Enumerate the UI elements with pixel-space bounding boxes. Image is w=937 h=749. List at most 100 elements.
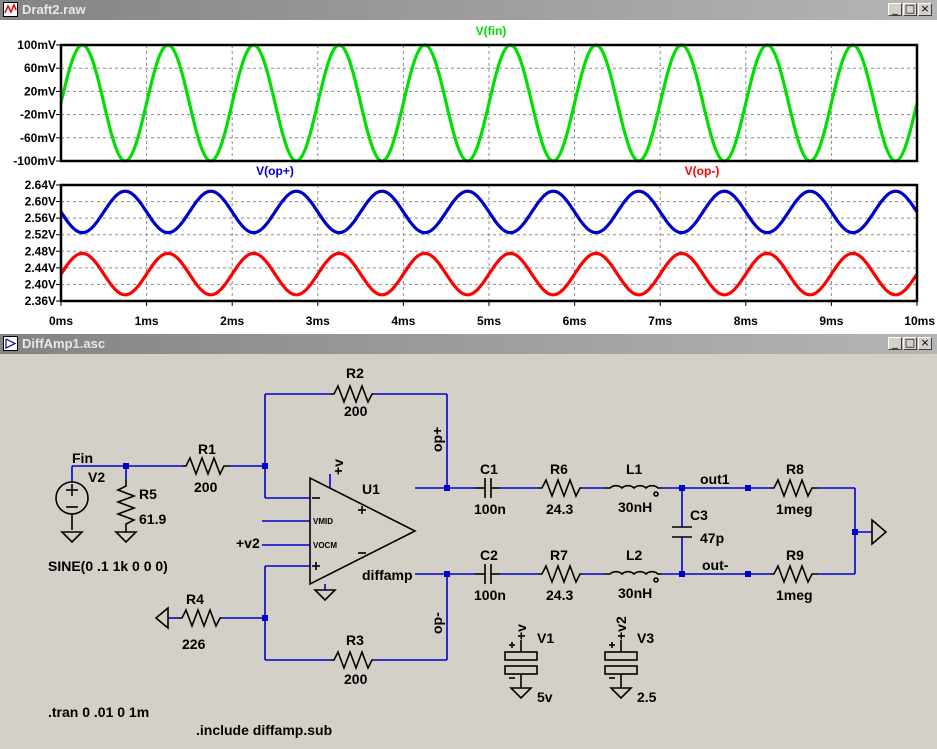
- y-tick-label: 60mV: [24, 61, 56, 75]
- ground-icon: [114, 531, 138, 544]
- label-r5: R5: [139, 486, 157, 502]
- waveform-app-icon: [3, 2, 18, 17]
- label-v2: V2: [88, 469, 105, 485]
- label-sine-spec: SINE(0 .1 1k 0 0 0): [48, 558, 168, 574]
- label-out1: out1: [700, 471, 730, 487]
- directive-tran: .tran 0 .01 0 1m: [48, 704, 149, 720]
- close-icon[interactable]: ×: [918, 337, 932, 350]
- waveform-window: Draft2.raw _ □ × 100mV 60mV 20mV -20mV -60mV…: [0, 0, 937, 334]
- label-r9-value: 1meg: [776, 587, 813, 603]
- label-out-minus: out-: [702, 557, 729, 573]
- y-tick-label: 2.44V: [25, 261, 56, 275]
- label-r6-value: 24.3: [546, 501, 573, 517]
- label-op-minus: op-: [429, 612, 445, 634]
- label-c1: C1: [480, 461, 498, 477]
- label-c2: C2: [480, 547, 498, 563]
- y-tick-label: 100mV: [17, 38, 56, 52]
- label-r7: R7: [550, 547, 568, 563]
- ground-icon: [609, 687, 633, 700]
- ground-icon: [60, 531, 84, 544]
- label-c1-value: 100n: [474, 501, 506, 517]
- x-tick-label: 10ms: [904, 314, 935, 328]
- label-l2-value: 30nH: [618, 585, 652, 601]
- label-l2: L2: [626, 547, 643, 563]
- y-tick-label: 2.56V: [25, 211, 56, 225]
- y-tick-label: 2.36V: [25, 294, 56, 308]
- y-tick-label: 2.64V: [25, 178, 56, 192]
- series-label[interactable]: V(op+): [256, 164, 294, 178]
- x-tick-label: 4ms: [391, 314, 415, 328]
- label-v1-value: 5v: [537, 689, 553, 705]
- label-c3: C3: [690, 507, 708, 523]
- y-tick-label: 2.48V: [25, 244, 56, 258]
- label-l1-value: 30nH: [618, 499, 652, 515]
- maximize-icon[interactable]: □: [903, 2, 917, 16]
- x-tick-label: 2ms: [220, 314, 244, 328]
- y-tick-label: 2.40V: [25, 277, 56, 291]
- schematic-window-title: DiffAmp1.asc: [22, 336, 106, 351]
- x-tick-label: 5ms: [477, 314, 501, 328]
- label-r2: R2: [346, 365, 364, 381]
- label-v1: V1: [537, 630, 554, 646]
- label-r4: R4: [186, 591, 204, 607]
- waveform-window-title: Draft2.raw: [22, 2, 86, 17]
- y-tick-label: -20mV: [20, 108, 56, 122]
- r8-resistor-symbol: [770, 477, 818, 499]
- r9-resistor-symbol: [770, 563, 818, 585]
- x-tick-label: 6ms: [563, 314, 587, 328]
- label-v3-value: 2.5: [637, 689, 657, 705]
- ground-icon: [313, 589, 337, 602]
- minimize-icon[interactable]: _: [888, 3, 902, 16]
- x-tick-label: 7ms: [648, 314, 672, 328]
- label-r4-value: 226: [182, 636, 206, 652]
- label-v3-node: +v2: [613, 616, 629, 640]
- label-vocm-pin: VOCM: [313, 541, 337, 550]
- x-tick-label: 9ms: [819, 314, 843, 328]
- schematic-window: DiffAmp1.asc _ □ ×: [0, 334, 937, 749]
- label-r7-value: 24.3: [546, 587, 573, 603]
- x-tick-label: 0ms: [49, 314, 73, 328]
- label-u1-type: diffamp: [362, 567, 413, 583]
- r5-resistor-symbol: [115, 480, 137, 532]
- label-r8: R8: [786, 461, 804, 477]
- maximize-icon[interactable]: □: [903, 336, 917, 350]
- trace-v-op-[interactable]: [59, 189, 919, 235]
- label-c3-value: 47p: [700, 530, 724, 546]
- label-op-plus: op+: [429, 427, 445, 452]
- label-u1: U1: [362, 481, 380, 497]
- u1-opamp-symbol: [309, 476, 417, 586]
- label-v1-node: +v: [513, 624, 529, 640]
- r3-resistor-symbol: [330, 649, 374, 671]
- y-tick-label: 2.60V: [25, 195, 56, 209]
- plot-pane-frame: [59, 43, 919, 163]
- label-plus-v-pin: +v: [330, 459, 346, 475]
- close-icon[interactable]: ×: [918, 3, 932, 16]
- minimize-icon[interactable]: _: [888, 337, 902, 350]
- label-r3-value: 200: [344, 671, 368, 687]
- label-l1: L1: [626, 461, 643, 477]
- waveform-plot[interactable]: 100mV60mV20mV-20mV-60mV-100mVV(fin)2.64V…: [0, 20, 937, 334]
- junction-dots: [123, 463, 858, 621]
- label-r9: R9: [786, 547, 804, 563]
- schematic-titlebar[interactable]: DiffAmp1.asc _ □ ×: [0, 334, 937, 354]
- y-tick-label: -60mV: [20, 131, 56, 145]
- schematic-background: [0, 354, 937, 749]
- y-tick-label: 20mV: [24, 84, 56, 98]
- y-tick-label: 2.52V: [25, 228, 56, 242]
- ground-icon: [509, 687, 533, 700]
- r7-resistor-symbol: [538, 563, 582, 585]
- series-label[interactable]: V(fin): [476, 24, 507, 38]
- ground-icon: [871, 518, 888, 546]
- waveform-titlebar[interactable]: Draft2.raw _ □ ×: [0, 0, 937, 20]
- schematic-canvas[interactable]: Fin V2 R5 61.9 R1 200 R2 200 R3 200 R4 2…: [0, 354, 937, 749]
- r4-resistor-symbol: [178, 607, 222, 629]
- label-r6: R6: [550, 461, 568, 477]
- trace-v-fin-[interactable]: [59, 43, 919, 163]
- r2-resistor-symbol: [330, 383, 374, 405]
- r1-resistor-symbol: [182, 455, 230, 477]
- trace-v-op-[interactable]: [59, 251, 919, 297]
- series-label[interactable]: V(op-): [685, 164, 720, 178]
- label-r8-value: 1meg: [776, 501, 813, 517]
- x-tick-label: 1ms: [135, 314, 159, 328]
- label-r5-value: 61.9: [139, 511, 166, 527]
